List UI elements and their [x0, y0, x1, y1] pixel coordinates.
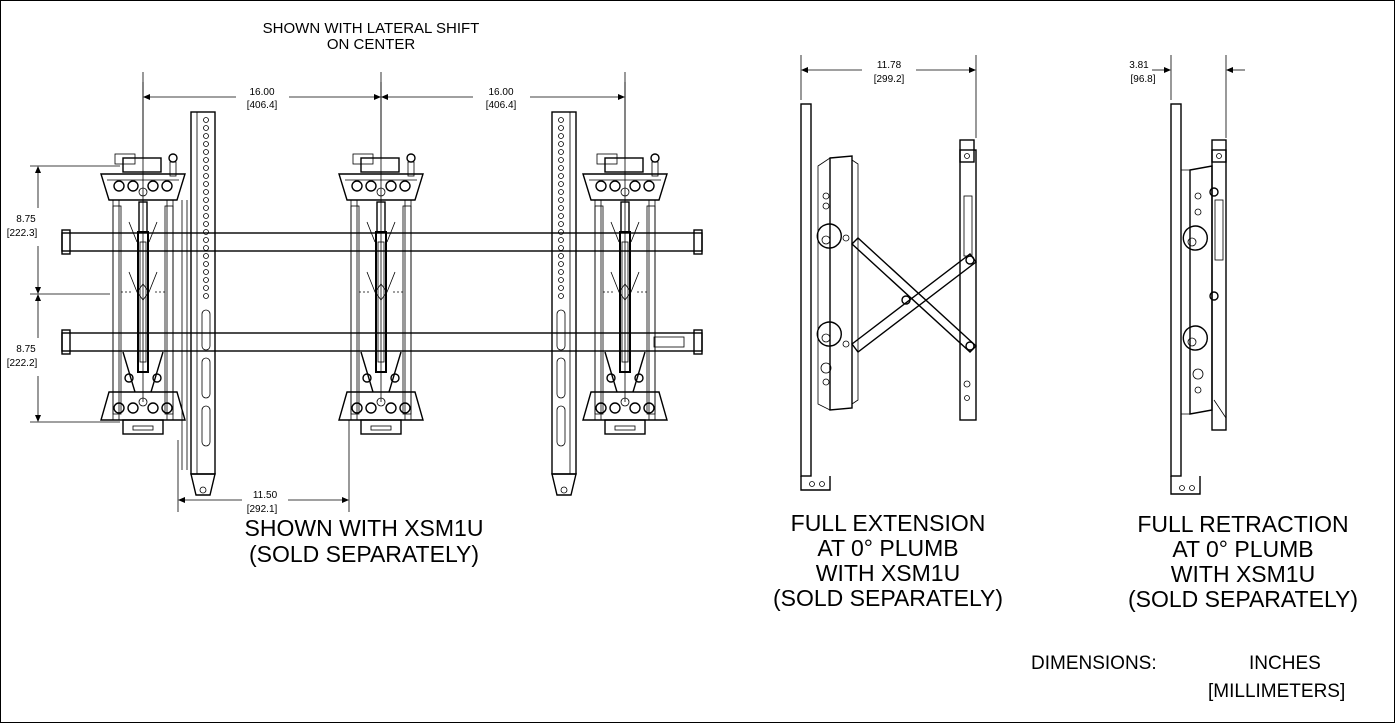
xsm1u-strip-right — [551, 111, 577, 496]
dim-lower-height-mm: [222.2] — [7, 358, 38, 369]
header-line-1: SHOWN WITH LATERAL SHIFT — [263, 20, 480, 37]
dim-upper-height-mm: [222.3] — [7, 228, 38, 239]
extension-caption-line-3: WITH XSM1U — [816, 560, 960, 586]
dim-lower-height-in: 8.75 — [16, 344, 36, 355]
retraction-caption-line-4: (SOLD SEPARATELY) — [1128, 586, 1358, 612]
dim-upper-height-in: 8.75 — [16, 214, 36, 225]
side-view-extension — [800, 55, 978, 491]
header-line-2: ON CENTER — [327, 36, 416, 53]
front-caption-line-1: SHOWN WITH XSM1U — [245, 515, 484, 541]
front-caption-line-2: (SOLD SEPARATELY) — [249, 541, 479, 567]
dim-right-spacing-in: 16.00 — [488, 87, 513, 98]
dim-left-spacing-in: 16.00 — [249, 87, 274, 98]
extension-caption-line-2: AT 0° PLUMB — [817, 535, 958, 561]
dim-retraction-depth-mm: [96.8] — [1130, 74, 1155, 85]
extension-caption-line-4: (SOLD SEPARATELY) — [773, 585, 1003, 611]
retraction-caption-line-2: AT 0° PLUMB — [1172, 536, 1313, 562]
lower-rail — [61, 332, 703, 352]
side-view-retraction — [1152, 55, 1245, 495]
units-label: DIMENSIONS: — [1031, 653, 1157, 674]
units-secondary: [MILLIMETERS] — [1208, 681, 1345, 702]
dim-bottom-offset-mm: [292.1] — [247, 504, 278, 515]
dim-extension-depth-in: 11.78 — [877, 60, 902, 71]
dim-bottom-offset-in: 11.50 — [253, 490, 278, 501]
dim-left-spacing-mm: [406.4] — [247, 100, 278, 111]
dim-extension-depth-mm: [299.2] — [874, 74, 905, 85]
retraction-caption-line-1: FULL RETRACTION — [1137, 511, 1348, 537]
units-primary: INCHES — [1249, 653, 1321, 674]
dim-retraction-depth-in: 3.81 — [1129, 60, 1149, 71]
front-view — [30, 71, 703, 512]
dim-right-spacing-mm: [406.4] — [486, 100, 517, 111]
extension-caption-line-1: FULL EXTENSION — [791, 510, 986, 536]
retraction-caption-line-3: WITH XSM1U — [1171, 561, 1315, 587]
xsm1u-strip-left — [181, 111, 216, 496]
